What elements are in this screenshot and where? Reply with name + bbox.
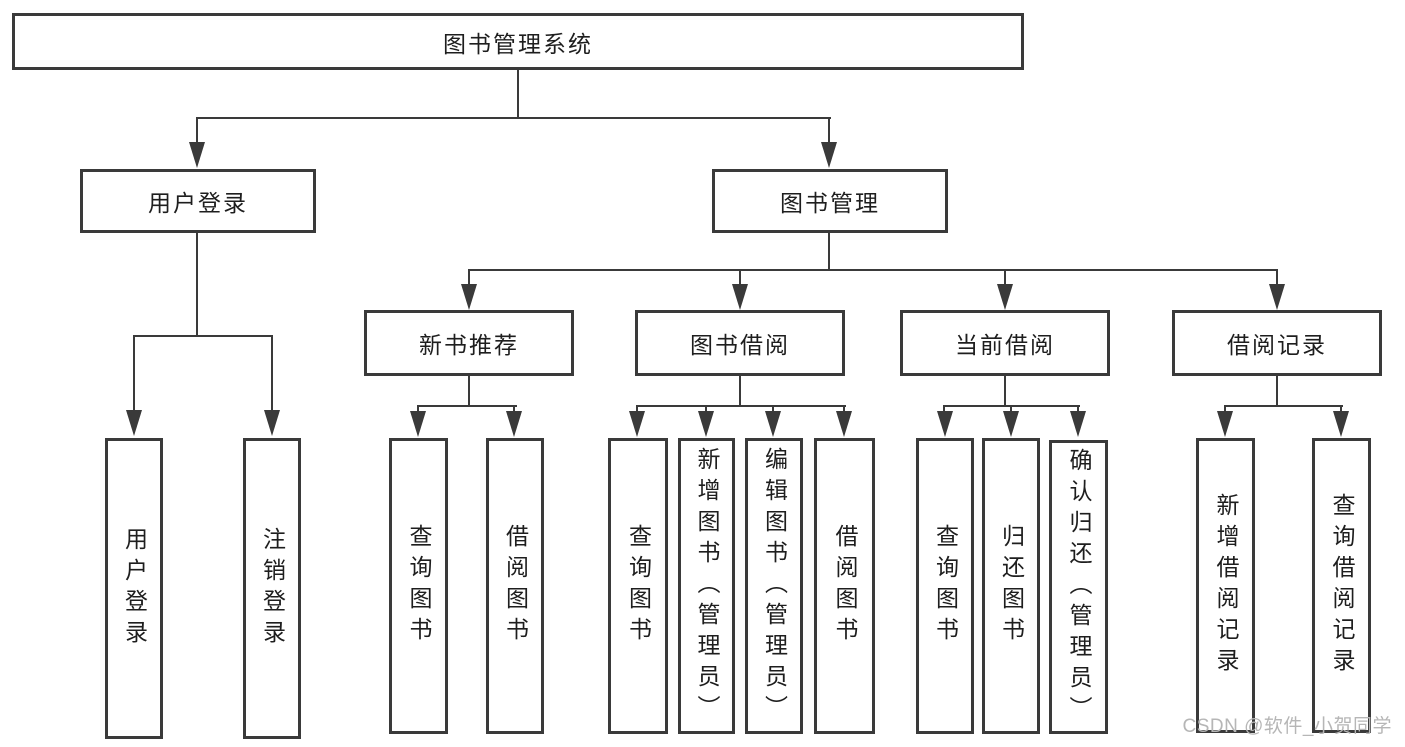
node-label: 图书借阅	[690, 332, 790, 358]
arrow-down-icon	[461, 284, 477, 310]
node-label: 用户登录	[148, 190, 248, 216]
connector-v	[1224, 405, 1226, 413]
node-label: 查询图书	[932, 524, 959, 648]
leaf-query-books-current: 查询图书	[916, 438, 974, 734]
connector-v	[1004, 269, 1006, 285]
connector-h	[1224, 405, 1343, 407]
node-label: 编辑图书（管理员）	[761, 446, 788, 726]
leaf-add-book-admin: 新增图书（管理员）	[678, 438, 735, 734]
arrow-down-icon	[1070, 411, 1086, 437]
node-label: 图书管理系统	[443, 30, 593, 57]
arrow-down-icon	[629, 411, 645, 437]
node-label: 新增图书（管理员）	[694, 446, 720, 726]
leaf-borrow-books-borrowing: 借阅图书	[814, 438, 875, 734]
node-book-management: 图书管理	[712, 169, 948, 233]
arrow-down-icon	[1217, 411, 1233, 437]
arrow-down-icon	[732, 284, 748, 310]
arrow-down-icon	[836, 411, 852, 437]
connector-v	[468, 376, 470, 407]
arrow-down-icon	[937, 411, 953, 437]
arrow-down-icon	[506, 411, 522, 437]
connector-v	[739, 269, 741, 285]
leaf-query-books-borrowing: 查询图书	[608, 438, 668, 734]
node-new-book-recommendation: 新书推荐	[364, 310, 574, 376]
node-book-borrowing: 图书借阅	[635, 310, 845, 376]
node-label: 注销登录	[259, 526, 286, 651]
node-label: 新书推荐	[419, 332, 519, 358]
leaf-user-login: 用户登录	[105, 438, 163, 739]
connector-v	[1010, 405, 1012, 413]
leaf-edit-book-admin: 编辑图书（管理员）	[745, 438, 803, 734]
node-label: 当前借阅	[955, 332, 1055, 358]
connector-v	[1077, 405, 1079, 413]
connector-h	[196, 117, 831, 119]
leaf-add-borrow-record: 新增借阅记录	[1196, 438, 1255, 733]
node-label: 查询图书	[406, 524, 432, 648]
arrow-down-icon	[765, 411, 781, 437]
connector-v	[417, 405, 419, 413]
connector-v	[1340, 405, 1342, 413]
arrow-down-icon	[126, 410, 142, 436]
connector-v	[772, 405, 774, 413]
connector-v	[133, 335, 135, 411]
arrow-down-icon	[264, 410, 280, 436]
arrow-down-icon	[997, 284, 1013, 310]
connector-h	[636, 405, 846, 407]
arrow-down-icon	[698, 411, 714, 437]
connector-v	[943, 405, 945, 413]
connector-v	[1276, 376, 1278, 407]
node-label: 归还图书	[998, 524, 1025, 648]
node-label: 借阅图书	[832, 524, 858, 648]
arrow-down-icon	[189, 142, 205, 168]
node-library-management-system: 图书管理系统	[12, 13, 1024, 70]
node-label: 查询图书	[625, 524, 652, 648]
node-user-login: 用户登录	[80, 169, 316, 233]
leaf-query-books-recommend: 查询图书	[389, 438, 448, 734]
node-label: 借阅记录	[1227, 332, 1327, 358]
node-borrowing-records: 借阅记录	[1172, 310, 1382, 376]
connector-h	[468, 269, 1278, 271]
connector-v	[196, 233, 198, 337]
connector-v	[828, 233, 830, 271]
node-current-borrowing: 当前借阅	[900, 310, 1110, 376]
connector-h	[417, 405, 517, 407]
arrow-down-icon	[1003, 411, 1019, 437]
leaf-confirm-return-admin: 确认归还（管理员）	[1049, 440, 1108, 734]
node-label: 图书管理	[780, 190, 880, 216]
leaf-return-books: 归还图书	[982, 438, 1040, 734]
node-label: 新增借阅记录	[1213, 492, 1239, 679]
connector-v	[196, 117, 198, 143]
node-label: 用户登录	[121, 526, 148, 651]
arrow-down-icon	[821, 142, 837, 168]
connector-v	[271, 335, 273, 411]
csdn-watermark: CSDN @软件_小贺同学	[1182, 716, 1392, 737]
connector-v	[468, 269, 470, 285]
connector-v	[705, 405, 707, 413]
connector-v	[828, 117, 830, 143]
arrow-down-icon	[1333, 411, 1349, 437]
connector-v	[636, 405, 638, 413]
connector-v	[843, 405, 845, 413]
connector-v	[513, 405, 515, 413]
leaf-borrow-books-recommend: 借阅图书	[486, 438, 544, 734]
leaf-logout-login: 注销登录	[243, 438, 301, 739]
node-label: 查询借阅记录	[1329, 492, 1355, 679]
leaf-query-borrow-record: 查询借阅记录	[1312, 438, 1371, 733]
node-label: 借阅图书	[502, 524, 529, 648]
connector-v	[517, 69, 519, 119]
connector-h	[133, 335, 273, 337]
node-label: 确认归还（管理员）	[1066, 447, 1092, 727]
connector-v	[1004, 376, 1006, 407]
arrow-down-icon	[410, 411, 426, 437]
arrow-down-icon	[1269, 284, 1285, 310]
connector-v	[1276, 269, 1278, 285]
connector-v	[739, 376, 741, 407]
